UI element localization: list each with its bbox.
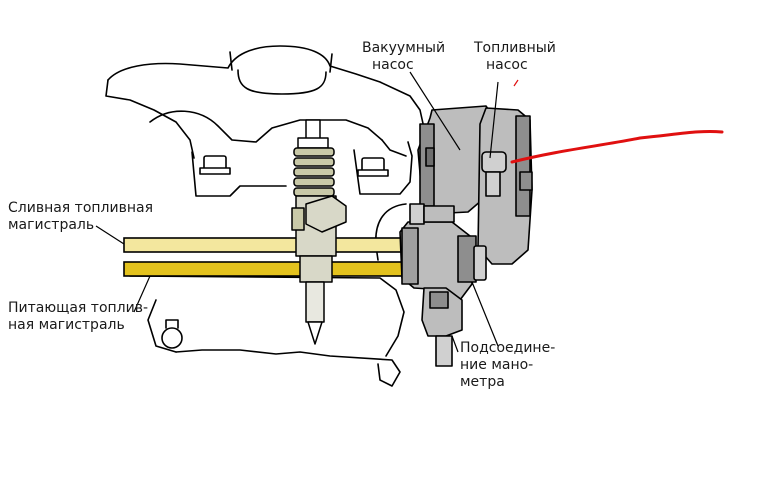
- label-return-line: Сливная топливная магистраль: [8, 200, 154, 233]
- label-vacuum-pump: Вакуумный насос: [362, 40, 446, 73]
- injector-hex: [305, 195, 347, 233]
- engine-head-outline: [107, 45, 425, 129]
- label-supply-line: Питающая топлив- ная магистраль: [8, 300, 149, 333]
- red-annotation-mark: [510, 129, 724, 164]
- leader-return-line: [95, 225, 125, 245]
- fuel-pump-fitting: [481, 151, 507, 173]
- bottom-left-fitting: [161, 327, 183, 349]
- label-fuel-pump: Топливный насос: [474, 40, 556, 73]
- supply-line: [123, 261, 411, 277]
- leader-vacuum-pump: [409, 71, 461, 151]
- injector-spring: [293, 147, 335, 197]
- return-line: [123, 237, 411, 253]
- gauge-port: [435, 335, 453, 367]
- leader-supply-line: [133, 275, 151, 313]
- injector-nozzle: [305, 281, 325, 323]
- leader-fuel-pump: [489, 81, 499, 159]
- leader-gauge-connection: [451, 335, 459, 353]
- label-gauge-connection: Подсоедине- ние мано- метра: [460, 340, 556, 390]
